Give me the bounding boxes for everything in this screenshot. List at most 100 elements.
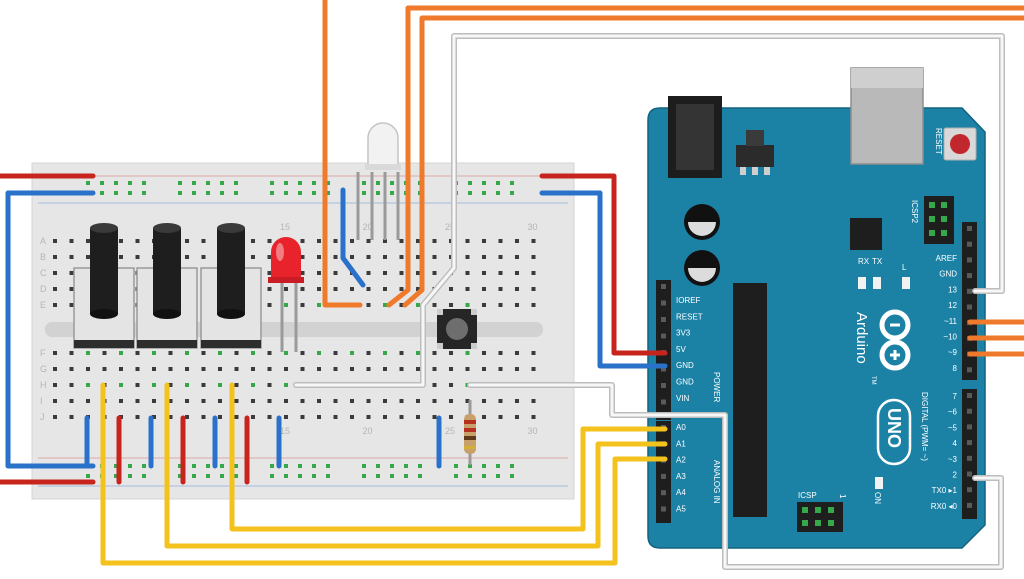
breadboard-hole [152,351,156,355]
breadboard-hole [185,351,189,355]
rail-hole [234,191,238,195]
header-pin[interactable] [967,288,972,294]
voltage-regulator [736,145,774,167]
breadboard-hole [531,255,536,259]
header-pin[interactable] [661,317,666,322]
reset-button[interactable] [943,127,977,161]
header-pin[interactable] [967,487,972,493]
breadboard-hole [383,239,387,243]
analog-header [656,421,671,523]
blue-wire-rail-left[interactable] [5,190,96,469]
row-label: H [40,380,47,390]
breadboard-hole [333,367,338,371]
column-label: 25 [445,426,455,436]
breadboard-hole [350,287,354,291]
header-pin[interactable] [967,273,972,279]
rail-hole [510,191,514,195]
breadboard-hole [119,367,123,371]
breadboard-hole [218,351,222,355]
header-pin[interactable] [967,455,972,461]
rail-hole [142,181,146,185]
yellow-wire-a2[interactable] [229,382,668,532]
potentiometer[interactable] [73,223,135,349]
pin-label: ~5 [948,423,958,432]
breadboard-hole [168,399,173,403]
header-pin[interactable] [967,393,972,398]
breadboard-hole [383,415,387,419]
pin-label: TX0 ▸1 [932,486,958,495]
header-pin[interactable] [967,408,972,414]
breadboard-hole [69,287,74,291]
yellow-wire-a1[interactable] [164,382,668,549]
blue-wire-gnd[interactable] [539,190,668,369]
header-pin[interactable] [967,502,972,508]
header-pin[interactable] [661,473,666,479]
header-pin[interactable] [661,383,666,388]
breadboard-hole [201,383,206,387]
header-pin[interactable] [661,284,666,289]
breadboard-hole [300,271,305,275]
breadboard-hole [383,287,387,291]
pin-label: IOREF [676,296,701,305]
header-pin[interactable] [661,366,666,372]
rail-hole [496,191,500,195]
breadboard-hole [515,239,519,243]
potentiometer[interactable] [200,223,262,349]
rail-hole [284,474,288,478]
breadboard-hole [416,399,420,403]
rail-hole [510,474,514,478]
rail-hole [362,464,366,468]
header-pin[interactable] [967,241,972,247]
breadboard-hole [350,399,354,403]
rail-hole [206,191,210,195]
header-pin[interactable] [967,304,972,310]
rail-hole [376,181,380,185]
breadboard-hole [383,399,387,403]
arduino-wordmark: Arduino [853,312,870,364]
red-wire-5v[interactable] [539,173,668,356]
breadboard-hole [333,271,338,275]
rail-hole [312,191,316,195]
orange-wire-rgb-2[interactable] [386,5,1024,308]
jumper-blue-rgb[interactable] [340,187,366,288]
rail-hole [390,474,394,478]
header-pin[interactable] [661,300,666,306]
icsp2-label: ICSP2 [910,200,919,224]
rail-hole [326,474,330,478]
breadboard-hole [300,399,305,403]
breadboard-hole [350,351,354,355]
pin-label: A0 [676,423,686,432]
pushbutton[interactable] [437,309,477,349]
orange-wire-rgb-1[interactable] [322,0,363,308]
breadboard-hole [399,303,404,307]
rail-hole [482,181,486,185]
breadboard-hole [86,383,90,387]
rail-hole [390,191,394,195]
header-pin[interactable] [661,490,666,496]
header-pin[interactable] [967,440,972,446]
header-pin[interactable] [967,257,972,263]
header-pin[interactable] [967,471,972,477]
header-pin[interactable] [661,506,666,512]
rail-hole [326,191,330,195]
breadboard-hole [185,255,189,259]
breadboard-hole [284,367,288,371]
pin-label: A4 [676,488,686,497]
header-pin[interactable] [661,399,666,405]
header-pin[interactable] [967,367,972,373]
breadboard-hole [300,303,305,307]
breadboard-hole [201,351,206,355]
header-pin[interactable] [967,424,972,430]
potentiometer[interactable] [136,223,198,349]
icsp-pin [828,507,834,513]
breadboard-hole [482,415,486,419]
orange-wire-rgb-3[interactable] [402,15,1024,308]
rail-hole [326,181,330,185]
yellow-wire-a0[interactable] [100,382,668,566]
row-label: B [40,252,46,262]
icsp-pin [929,216,935,222]
header-pin[interactable] [967,226,972,231]
header-pin[interactable] [661,333,666,339]
